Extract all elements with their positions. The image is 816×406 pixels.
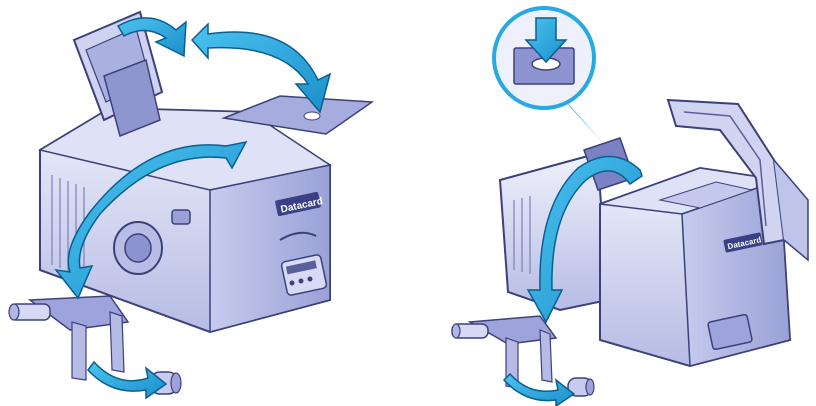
left-removed-cover-sheet <box>221 95 375 135</box>
right-arrows <box>502 155 643 406</box>
right-roller-icon <box>567 377 595 397</box>
right-cleaning-assembly <box>451 315 558 389</box>
left-card-slot <box>279 231 317 241</box>
curved-arrow-icon <box>54 140 248 300</box>
left-printer-front-panel <box>209 164 331 333</box>
curved-arrow-icon <box>190 22 332 114</box>
right-open-lid[interactable] <box>666 98 809 262</box>
curved-arrow-icon <box>526 155 643 324</box>
right-callout <box>492 6 604 144</box>
left-control-panel[interactable] <box>280 254 328 296</box>
left-printer: Datacard <box>8 10 375 395</box>
curved-arrow-icon <box>116 17 187 58</box>
right-rear-vents <box>513 196 531 274</box>
left-printer-knob <box>113 209 191 275</box>
left-open-cover[interactable] <box>72 10 164 138</box>
left-roller-spindle <box>8 303 51 321</box>
left-arrows <box>54 17 332 400</box>
curved-arrow-icon <box>87 360 168 400</box>
down-arrow-icon <box>524 17 568 64</box>
curved-arrow-icon <box>502 372 576 406</box>
right-printer: Datacard <box>451 98 809 397</box>
right-output-slot <box>707 313 753 351</box>
right-top-plate <box>658 181 754 209</box>
left-print-mechanism <box>103 58 161 138</box>
left-cleaning-assembly <box>8 295 130 381</box>
callout-pointer <box>560 96 604 144</box>
